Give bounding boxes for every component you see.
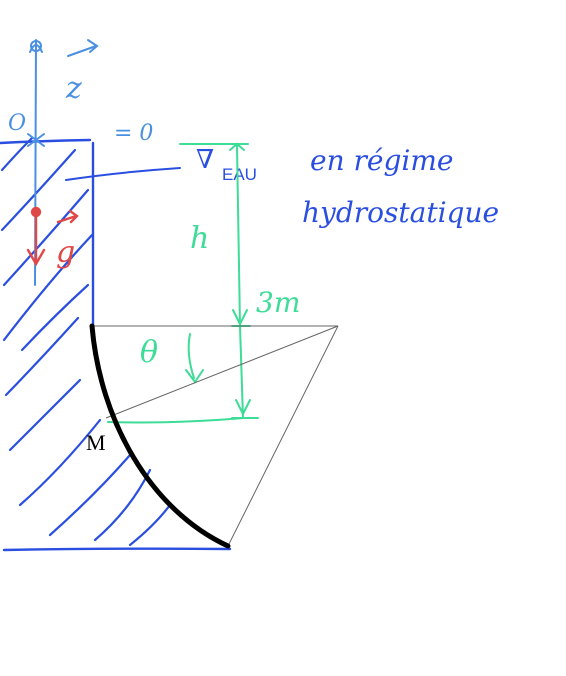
hydrostatic-label: hydrostatique (302, 196, 499, 229)
gravity-label: g (56, 235, 75, 270)
axis-z-vector-arrow (67, 39, 99, 57)
geometry-lines (93, 325, 339, 547)
regime-label: en régime (310, 144, 453, 177)
gravity-arrow (26, 206, 79, 267)
water-label: EAU (222, 165, 257, 184)
water-level-symbol: ∇ (196, 145, 214, 175)
angle-arrow (185, 333, 204, 384)
point-level-line (107, 417, 245, 424)
origin-label: O (8, 111, 26, 136)
depth-dimension (229, 142, 259, 419)
curved-gate (89, 323, 231, 549)
radius-to-m (105, 325, 339, 419)
radius-to-bottom (227, 325, 339, 547)
point-m-label: M (86, 430, 106, 455)
depth-value-label: 3m (256, 286, 300, 319)
ground-line (2, 547, 232, 552)
angle-label: θ (140, 335, 158, 370)
pointer-line (65, 167, 181, 181)
wall-outline (0, 138, 232, 552)
depth-label: h (190, 221, 209, 256)
wall-top-edge (0, 138, 92, 145)
axis-z-label: z (65, 71, 82, 106)
z-equals-zero-label: = 0 (114, 121, 153, 146)
